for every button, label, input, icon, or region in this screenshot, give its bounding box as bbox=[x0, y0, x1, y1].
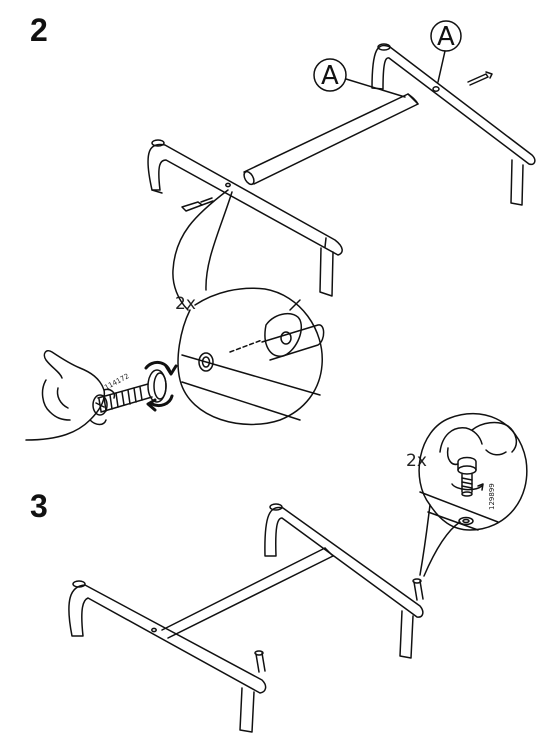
screw-part-number: 114172 bbox=[103, 372, 130, 392]
plastic-foot-icon bbox=[451, 456, 484, 497]
step-2-number: 2 bbox=[30, 12, 48, 48]
screw-icon bbox=[92, 369, 167, 416]
part-label-left: A bbox=[321, 61, 339, 91]
foot-part-number: 129899 bbox=[488, 483, 496, 510]
step-3-quantity: 2x bbox=[406, 451, 427, 471]
step-3-detail-callout bbox=[418, 412, 528, 577]
hand-icon bbox=[439, 421, 518, 466]
rotate-arrow-icon bbox=[144, 361, 178, 412]
step-3-number: 3 bbox=[30, 488, 48, 524]
part-label-right: A bbox=[437, 22, 455, 52]
step-2-frame bbox=[147, 20, 536, 297]
step-2-detail-callout bbox=[172, 189, 325, 426]
step-3-frame bbox=[68, 503, 424, 733]
hand-icon bbox=[25, 349, 116, 441]
